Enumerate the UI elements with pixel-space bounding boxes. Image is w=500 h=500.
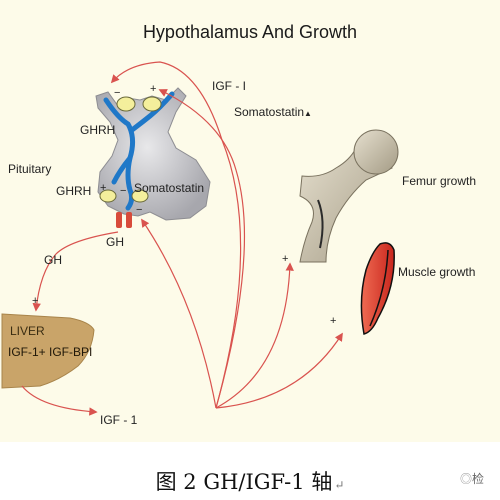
diagram-title: Hypothalamus And Growth (142, 22, 358, 42)
diagram-panel (0, 0, 500, 442)
label-gh-side: GH (44, 253, 62, 267)
liver-organ (1, 313, 95, 389)
label-somatostatin-mid: Somatostatin (134, 181, 205, 195)
label-igf1-bottom: IGF - 1 (100, 413, 138, 427)
arrows (21, 61, 343, 416)
sign-somatostatin-minus: − (136, 204, 143, 216)
sign-ghrh-minus: − (120, 185, 127, 197)
label-gh-stalk: GH (106, 235, 124, 249)
label-somatostatin-top: Somatostatin▲ (234, 105, 312, 119)
arrow-liver-to-igf1 (21, 385, 98, 416)
label-pituitary: Pituitary (8, 162, 52, 176)
sign-femur-plus: + (282, 253, 289, 265)
arrow-gh-to-liver (32, 231, 119, 312)
label-muscle-growth: Muscle growth (398, 265, 476, 279)
diagram-figure (1, 61, 399, 416)
arrow-igf1-feedback-hypothalamus (110, 61, 242, 409)
femur-bone (299, 129, 399, 263)
label-igf1-top: IGF - I (212, 79, 246, 93)
label-ghrh-mid: GHRH (56, 184, 92, 198)
portal-vessels (103, 91, 175, 211)
sign-liver-plus: + (32, 295, 39, 307)
arrow-igf1-to-pituitary (141, 218, 217, 409)
arrow-igf1-to-femur (215, 262, 294, 409)
label-liver: LIVER (10, 324, 45, 338)
watermark: ◎检 (460, 472, 485, 486)
figure-caption: 图 2 GH/IGF-1 轴↵ (155, 470, 345, 494)
arrow-to-somatostatin (158, 89, 246, 409)
sign-hypothalamus-plus: + (150, 83, 157, 95)
neuron-cells (99, 96, 162, 203)
somatotroph-cells (116, 212, 132, 228)
label-femur-growth: Femur growth (402, 174, 477, 188)
sign-muscle-plus: + (330, 315, 337, 327)
label-ghrh-top: GHRH (80, 123, 116, 137)
arrow-igf1-to-muscle (215, 332, 343, 409)
sign-hypothalamus-minus: − (114, 87, 121, 99)
muscle-tissue (360, 242, 395, 335)
sign-ghrh-plus: + (100, 182, 107, 194)
label-liver-sub: IGF-1+ IGF-BPI (8, 345, 93, 359)
